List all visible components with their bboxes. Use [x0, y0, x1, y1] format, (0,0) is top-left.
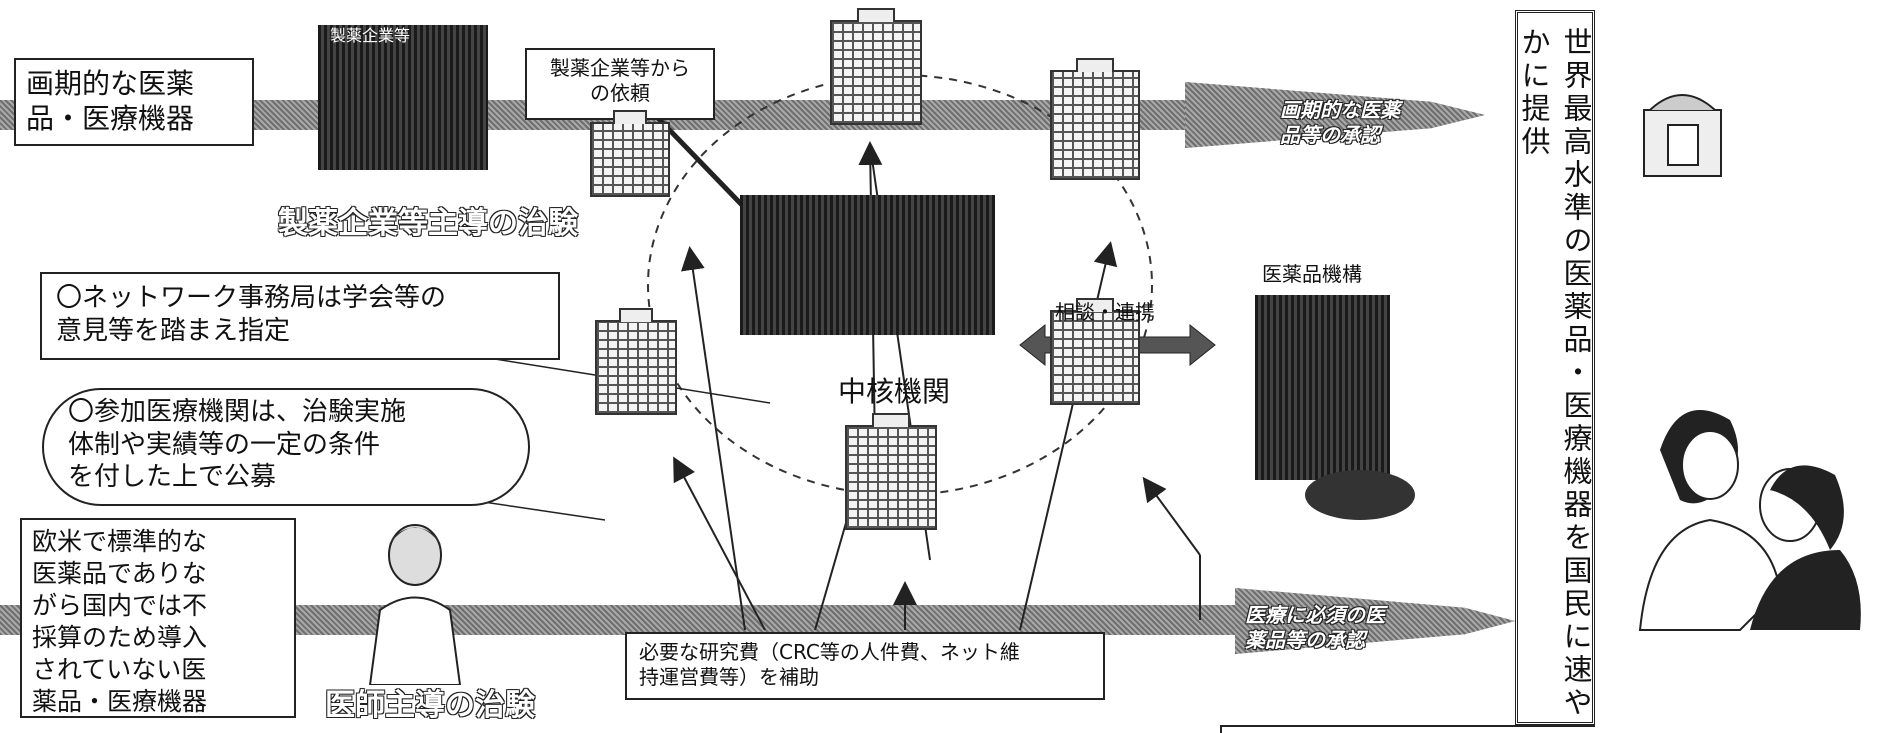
hospital-building-top	[830, 8, 922, 125]
core-institution-photo	[740, 195, 995, 335]
hospital-building-top-left	[590, 110, 670, 197]
participant-note-pointer	[469, 499, 606, 521]
approval-bottom-label: 医療に必須の医 薬品等の承認	[1245, 603, 1385, 652]
doctor-patient-illustration	[1620, 380, 1870, 640]
building-entrance-icon	[1640, 80, 1725, 180]
hospital-building-top-right	[1050, 58, 1140, 180]
consult-label: 相談・連携	[1055, 300, 1155, 324]
funding-arrow-2	[673, 456, 766, 631]
pharma-company-photo-caption: 製薬企業等	[330, 26, 411, 45]
hospital-building-bottom	[845, 413, 937, 530]
pmda-building-photo	[1255, 295, 1390, 480]
hospital-building-right	[1050, 298, 1140, 405]
innovative-products-box: 画期的な医薬 品・医療機器	[14, 58, 254, 146]
right-vertical-banner: 世界最高水準の医薬品・医療機器を国民に速やかに提供	[1515, 10, 1595, 725]
funding-arrow-6	[1142, 476, 1201, 556]
pmda-label: 医薬品機構	[1262, 262, 1362, 286]
request-box: 製薬企業等から の依頼	[525, 48, 715, 120]
funding-box: 必要な研究費（CRC等の人件費、ネット維 持運営費等）を補助	[625, 632, 1105, 700]
pmda-building-base	[1305, 470, 1415, 520]
funding-arrow-1	[680, 246, 746, 631]
unadopted-drugs-box: 欧米で標準的な 医薬品でありな がら国内では不 採算のため導入 されていない医 …	[20, 518, 296, 718]
core-institution-label: 中核機関	[838, 375, 951, 408]
company-trial-label: 製薬企業等主導の治験	[278, 206, 578, 241]
bottom-right-frame-edge	[1220, 725, 1595, 733]
participant-note-callout: 〇参加医療機関は、治験実施 体制や実績等の一定の条件 を付した上で公募	[42, 388, 530, 506]
approval-top-label: 画期的な医薬 品等の承認	[1280, 98, 1400, 147]
pharma-company-photo	[318, 25, 488, 170]
physician-illustration	[355, 515, 475, 686]
physician-trial-label: 医師主導の治験	[325, 688, 535, 723]
right-vertical-text: 世界最高水準の医薬品・医療機器を国民に速やかに提供	[1517, 27, 1593, 720]
network-note-callout: 〇ネットワーク事務局は学会等の 意見等を踏まえ指定	[40, 272, 560, 360]
hospital-building-left	[595, 308, 677, 415]
